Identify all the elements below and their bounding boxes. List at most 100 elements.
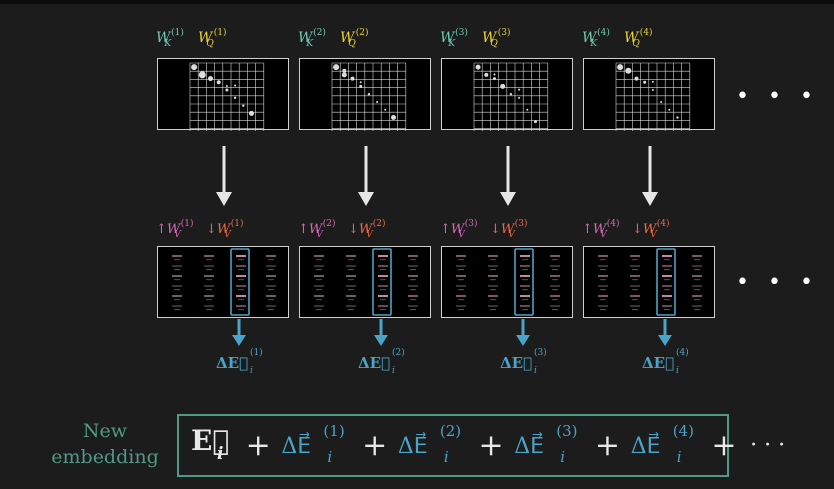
eq-plus-5: + bbox=[711, 428, 737, 463]
value-term-mark bbox=[204, 285, 214, 287]
value-plus-mark bbox=[458, 269, 464, 271]
value-plus-mark bbox=[664, 259, 670, 261]
value-up-label-2: ↑WV(2) bbox=[298, 219, 336, 240]
value-plus-mark bbox=[632, 269, 638, 271]
value-plus-mark bbox=[490, 299, 496, 301]
value-term-mark bbox=[236, 255, 246, 257]
value-plus-mark bbox=[552, 309, 558, 311]
attention-dot bbox=[475, 64, 481, 70]
value-term-mark bbox=[378, 275, 388, 277]
value-plus-mark bbox=[380, 279, 386, 281]
new-embedding-line1: New bbox=[82, 420, 128, 442]
value-term-mark bbox=[408, 275, 418, 277]
selected-column-highlight bbox=[230, 248, 250, 316]
value-term-mark bbox=[408, 295, 418, 297]
value-plus-mark bbox=[522, 279, 528, 281]
value-plus-mark bbox=[206, 309, 212, 311]
eq-delta-sup-2: (2) bbox=[439, 422, 462, 440]
attention-dot bbox=[509, 92, 513, 96]
value-term-mark bbox=[630, 295, 640, 297]
value-term-mark bbox=[520, 275, 530, 277]
value-plus-mark bbox=[206, 279, 212, 281]
value-term-mark bbox=[662, 265, 672, 267]
value-plus-mark bbox=[380, 299, 386, 301]
attention-grid-4 bbox=[615, 62, 691, 131]
value-sum-panel-4 bbox=[583, 246, 715, 318]
attention-dot bbox=[242, 104, 245, 107]
attention-dot bbox=[233, 96, 237, 100]
value-term-mark bbox=[266, 255, 276, 257]
value-term-mark bbox=[266, 265, 276, 267]
eq-plus-1: + bbox=[245, 428, 271, 463]
value-term-mark bbox=[550, 305, 560, 307]
delta-embedding-1: ΔE⃗ (1) i bbox=[216, 348, 286, 378]
value-term-mark bbox=[630, 285, 640, 287]
eq-delta-sup-3: (3) bbox=[556, 422, 578, 440]
value-plus-mark bbox=[522, 299, 528, 301]
value-plus-mark bbox=[268, 269, 274, 271]
value-term-mark bbox=[236, 275, 246, 277]
value-plus-mark bbox=[348, 299, 354, 301]
value-term-mark bbox=[662, 295, 672, 297]
eq-base: E⃗ bbox=[191, 424, 230, 457]
value-term-mark bbox=[630, 275, 640, 277]
value-term-mark bbox=[488, 255, 498, 257]
delta-label-2: ΔE⃗ bbox=[358, 354, 391, 372]
eq-plus-3: + bbox=[478, 428, 504, 463]
down-arrow-3 bbox=[500, 146, 516, 206]
value-plus-mark bbox=[490, 279, 496, 281]
wk-label-4: WK(4) bbox=[582, 28, 610, 49]
value-plus-mark bbox=[600, 289, 606, 291]
attention-dot bbox=[391, 115, 396, 121]
value-plus-mark bbox=[522, 269, 528, 271]
delta-embedding-3: ΔE⃗ (3) i bbox=[500, 348, 570, 378]
value-plus-mark bbox=[632, 289, 638, 291]
value-term-mark bbox=[630, 255, 640, 257]
value-plus-mark bbox=[206, 289, 212, 291]
eq-plus-4: + bbox=[594, 428, 621, 463]
attention-dot bbox=[350, 76, 355, 81]
value-plus-mark bbox=[694, 309, 700, 311]
eq-delta-1: ΔE⃗ bbox=[281, 434, 312, 459]
value-term-mark bbox=[598, 275, 608, 277]
value-term-mark bbox=[172, 295, 182, 297]
top-bar bbox=[0, 0, 834, 4]
value-term-mark bbox=[236, 305, 246, 307]
head-4-kq-labels: WK(4) WQ(4) bbox=[582, 28, 722, 54]
value-plus-mark bbox=[694, 259, 700, 261]
delta-label-4: ΔE⃗ bbox=[642, 354, 675, 372]
wk-label-1: WK(1) bbox=[156, 28, 184, 49]
value-term-mark bbox=[692, 265, 702, 267]
value-term-mark bbox=[346, 285, 356, 287]
down-arrow-2 bbox=[358, 146, 374, 206]
value-plus-mark bbox=[316, 289, 322, 291]
attention-dot bbox=[643, 80, 647, 84]
value-term-mark bbox=[456, 305, 466, 307]
value-plus-mark bbox=[238, 269, 244, 271]
selected-column-highlight bbox=[372, 248, 392, 316]
value-plus-mark bbox=[632, 309, 638, 311]
value-term-mark bbox=[408, 255, 418, 257]
head-3-kq-labels: WK(3) WQ(3) bbox=[440, 28, 580, 54]
value-down-label-2: ↓WV(2) bbox=[348, 219, 386, 240]
eq-base-sub: i bbox=[217, 444, 224, 464]
value-plus-mark bbox=[664, 279, 670, 281]
eq-delta-4: ΔE⃗ bbox=[630, 434, 661, 459]
attention-pattern-panel-2 bbox=[299, 58, 431, 131]
value-plus-mark bbox=[268, 289, 274, 291]
value-plus-mark bbox=[380, 309, 386, 311]
value-term-mark bbox=[378, 305, 388, 307]
value-plus-mark bbox=[600, 279, 606, 281]
value-plus-mark bbox=[268, 259, 274, 261]
value-term-mark bbox=[598, 265, 608, 267]
value-plus-mark bbox=[268, 279, 274, 281]
head-4-value-labels: ↑WV(4) ↓WV(4) bbox=[582, 219, 722, 242]
value-term-mark bbox=[236, 265, 246, 267]
attention-dot bbox=[249, 110, 254, 116]
value-plus-mark bbox=[458, 299, 464, 301]
value-term-mark bbox=[456, 275, 466, 277]
attention-dot bbox=[526, 108, 529, 111]
attention-dot bbox=[216, 80, 221, 85]
value-plus-mark bbox=[490, 289, 496, 291]
value-plus-mark bbox=[600, 309, 606, 311]
